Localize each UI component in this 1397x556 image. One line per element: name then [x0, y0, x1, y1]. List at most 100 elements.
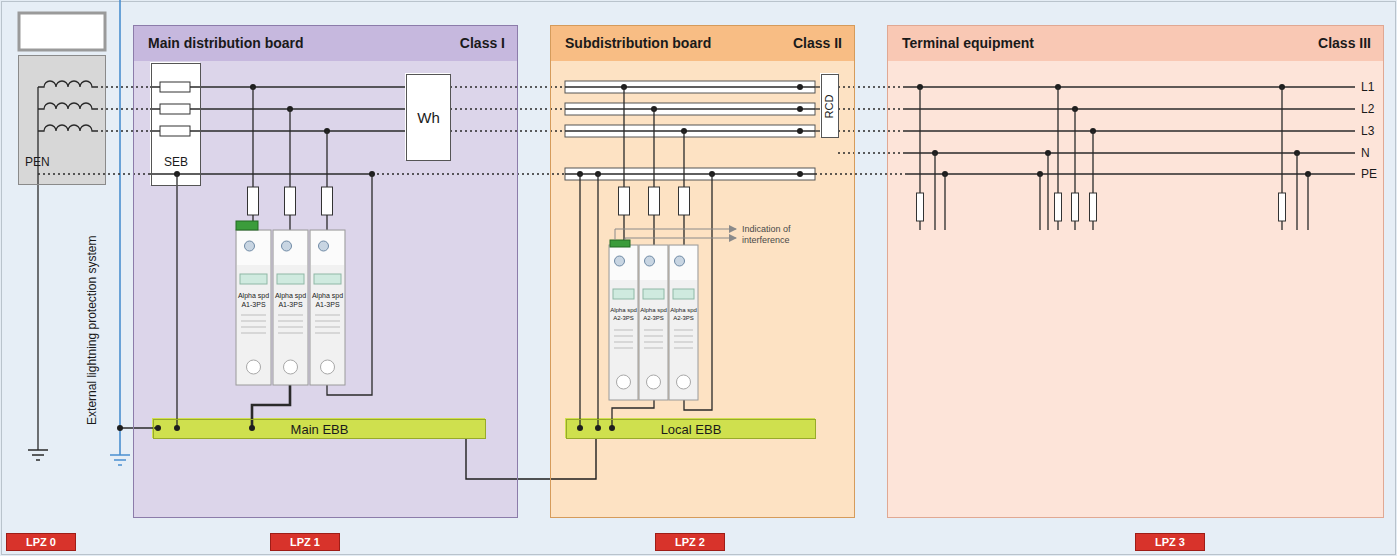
rcd-box-fill [820, 73, 838, 137]
wire [1296, 153, 1297, 230]
spd-model: A2-3PS [639, 315, 668, 322]
spd-indicator [245, 241, 255, 251]
spd-print [241, 321, 266, 322]
fuse-symbol [679, 187, 690, 215]
wire [252, 87, 253, 187]
panel-header-band [887, 25, 1384, 61]
spd-print [674, 348, 693, 349]
spd-print [674, 330, 693, 331]
busbar [565, 81, 815, 93]
spd-indicator [675, 256, 685, 266]
spd-print [644, 330, 663, 331]
conductor-name: L3 [1361, 124, 1391, 138]
wire [450, 86, 565, 87]
ground-symbol [118, 464, 122, 466]
wire [326, 215, 327, 230]
wire [934, 153, 935, 230]
spd-indicator [645, 256, 655, 266]
spd-module [273, 230, 308, 385]
spd-print [278, 327, 303, 328]
wire [905, 173, 1355, 174]
box-label: Wh [417, 109, 440, 126]
fuse-symbol [649, 187, 660, 215]
junction-dot [155, 425, 161, 431]
earth-conductor [37, 87, 38, 450]
spd-window [613, 289, 634, 299]
junction-dot [797, 171, 803, 177]
wire [944, 174, 945, 230]
wire [815, 173, 905, 174]
spd-module [236, 230, 271, 385]
zone-panel-fill [133, 25, 518, 518]
equipotential-bar-fill [152, 418, 485, 438]
junction-dot [797, 128, 803, 134]
conductor-name: PE [1361, 167, 1391, 181]
fuse-symbol [160, 126, 190, 136]
wire [683, 131, 684, 187]
meter-window [19, 13, 105, 50]
spd-window [277, 274, 304, 284]
transformer-coil [38, 81, 96, 87]
wire [200, 108, 405, 109]
wire [450, 130, 565, 131]
wire [176, 174, 177, 428]
conductor-name: L2 [1361, 102, 1391, 116]
wire [1047, 153, 1048, 230]
meter-box: Wh [406, 74, 451, 161]
spd-print [278, 333, 303, 334]
lightning-down-conductor [119, 0, 121, 455]
service-entrance-box: SEB [151, 63, 201, 186]
wire [289, 215, 290, 230]
wire [838, 108, 905, 109]
class-label: Class I [460, 35, 505, 51]
panel-heading: Terminal equipment [902, 35, 1034, 51]
wire [150, 173, 372, 174]
fuse-symbol [160, 104, 190, 114]
vertical-note: External lightning protection system [84, 235, 98, 424]
junction-dot [249, 425, 255, 431]
equipotential-bar: Main EBB [153, 419, 486, 439]
spd-window [643, 289, 664, 299]
equipotential-bar: Local EBB [566, 419, 816, 439]
spd-module [609, 245, 638, 400]
zone-tag: LPZ 0 [6, 533, 76, 551]
spd-terminal [647, 375, 661, 389]
bonding-conductor [466, 439, 596, 479]
note: Indication of interference [742, 224, 822, 246]
junction-dot [797, 106, 803, 112]
service-entrance-box-fill [150, 62, 200, 185]
junction-dot [577, 425, 583, 431]
spd-print [241, 327, 266, 328]
wire [623, 87, 624, 187]
class-label: Class III [1318, 35, 1371, 51]
junction-dot [174, 425, 180, 431]
spd-window [673, 289, 694, 299]
wire [838, 86, 905, 87]
spd-terminal [247, 360, 261, 374]
spd-print [644, 336, 663, 337]
wire [815, 86, 820, 87]
wire [565, 86, 815, 87]
spd-terminal [321, 360, 335, 374]
spd-print [644, 348, 663, 349]
spd-model: A2-3PS [609, 315, 638, 322]
box-label: LPZ 1 [290, 536, 320, 548]
rcd-box: RCD [821, 74, 839, 138]
panel-header-band [133, 25, 518, 61]
wire [815, 108, 820, 109]
spd-print [674, 342, 693, 343]
wire [96, 108, 150, 109]
ground-symbol [28, 449, 48, 451]
spd-brand: Alpha spd [609, 307, 638, 314]
box-label: Main EBB [291, 422, 349, 437]
zone-panel-fill [887, 25, 1384, 518]
class-label: Class II [793, 35, 842, 51]
spd-brand: Alpha spd [273, 292, 308, 300]
spd-print [614, 330, 633, 331]
spd-print [614, 348, 633, 349]
zone-panel: Main distribution boardClass ISEBWhMain … [133, 25, 518, 518]
spd-brand: Alpha spd [669, 307, 698, 314]
